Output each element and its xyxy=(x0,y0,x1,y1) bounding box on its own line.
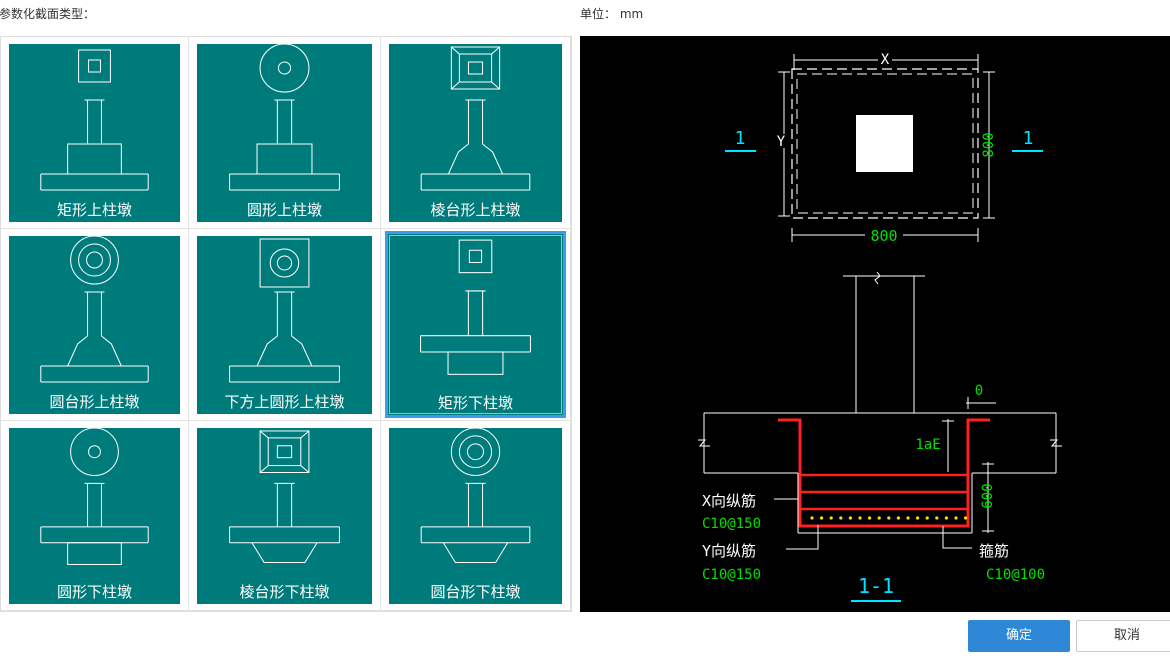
section-type-tile[interactable]: 圆台形下柱墩 xyxy=(381,421,571,611)
rebar-y-dot xyxy=(839,516,843,520)
plan-height-dim: 800 xyxy=(981,132,997,157)
section-type-tile[interactable]: 圆台形上柱墩 xyxy=(1,229,189,421)
section-mark-left: 1 xyxy=(735,128,746,149)
x-bar-label: X向纵筋 xyxy=(702,492,756,510)
stirrup-spec: C10@100 xyxy=(986,567,1045,583)
cancel-button[interactable]: 取消 xyxy=(1076,620,1170,652)
rebar-y-dot xyxy=(906,516,910,520)
section-title: 1-1 xyxy=(858,574,894,598)
circle-with-circle-icon xyxy=(229,44,340,191)
section-type-grid: 矩形上柱墩 圆形上柱墩 棱台形上柱墩圆台形上柱墩 下方上圆形上柱墩 矩形下柱墩圆形下柱墩… xyxy=(0,36,572,612)
section-type-tile[interactable]: 圆形下柱墩 xyxy=(1,421,189,611)
rebar-y-dot xyxy=(829,516,833,520)
square-with-square-icon xyxy=(40,49,149,191)
plan-column xyxy=(856,115,913,172)
plan-width-dim: 800 xyxy=(870,227,897,245)
rebar-y-dot xyxy=(868,516,872,520)
tile-label: 圆形上柱墩 xyxy=(246,201,322,219)
circle-with-circle-icon xyxy=(40,428,149,565)
rebar-y-dot xyxy=(848,516,852,520)
square-with-circle-icon xyxy=(229,238,340,383)
rebar-y-dot xyxy=(964,516,968,520)
rebar-y-dot xyxy=(916,516,920,520)
rebar-y-dot xyxy=(925,516,929,520)
offset-dim: 0 xyxy=(975,383,983,399)
section-type-tile[interactable]: 矩形下柱墩 xyxy=(381,229,571,421)
y-bar-label: Y向纵筋 xyxy=(702,542,756,560)
plan-inner-outline xyxy=(796,73,974,214)
tile-label: 圆台形上柱墩 xyxy=(49,393,140,411)
rebar-y-dot xyxy=(896,516,900,520)
rebar-y-dots xyxy=(810,516,968,520)
section-type-tile[interactable]: 矩形上柱墩 xyxy=(1,37,189,229)
rebar-y-dot xyxy=(887,516,891,520)
tile-label: 棱台形下柱墩 xyxy=(239,583,330,601)
frustum-square-icon xyxy=(229,430,340,563)
rebar-y-dot xyxy=(858,516,862,520)
plan-x-label: X xyxy=(881,52,890,68)
ok-button[interactable]: 确定 xyxy=(968,620,1070,652)
rebar-y-dot xyxy=(935,516,939,520)
stirrup-label: 箍筋 xyxy=(979,542,1009,560)
rebar-y-dot xyxy=(877,516,881,520)
rebar-stirrup xyxy=(778,418,990,528)
section-type-tile[interactable]: 棱台形上柱墩 xyxy=(381,37,571,229)
tile-label: 下方上圆形上柱墩 xyxy=(224,393,345,411)
plan-y-label: Y xyxy=(777,134,786,150)
y-bar-spec: C10@150 xyxy=(702,567,761,583)
tile-face: 圆台形上柱墩 xyxy=(9,236,180,414)
tile-face: 下方上圆形上柱墩 xyxy=(197,236,372,414)
tile-face: 圆台形下柱墩 xyxy=(389,428,562,604)
rebar-y-dot xyxy=(954,516,958,520)
section-type-tile[interactable]: 圆形上柱墩 xyxy=(189,37,381,229)
tile-label: 圆台形下柱墩 xyxy=(430,583,521,601)
section-mark-right: 1 xyxy=(1023,128,1034,149)
unit-display: 单位： mm xyxy=(580,5,643,22)
tile-face: 圆形下柱墩 xyxy=(9,428,180,604)
square-with-square-icon xyxy=(420,239,531,375)
tile-face: 棱台形上柱墩 xyxy=(389,44,562,222)
tile-face: 棱台形下柱墩 xyxy=(197,428,372,604)
tile-label: 矩形上柱墩 xyxy=(56,201,132,219)
rebar-y-dot xyxy=(820,516,824,520)
tile-face: 圆形上柱墩 xyxy=(197,44,372,222)
tile-face: 矩形下柱墩 xyxy=(385,231,566,418)
unit-value: mm xyxy=(619,7,644,21)
tile-label: 矩形下柱墩 xyxy=(437,394,513,412)
concentric-circles-icon xyxy=(420,428,531,563)
rebar-y-dot xyxy=(944,516,948,520)
unit-label: 单位： xyxy=(580,7,617,21)
frustum-square-icon xyxy=(420,46,531,191)
tile-label: 棱台形上柱墩 xyxy=(430,201,521,219)
selection-ring xyxy=(389,235,562,414)
section-type-tile[interactable]: 棱台形下柱墩 xyxy=(189,421,381,611)
plan-outline xyxy=(791,68,979,219)
anchor-dim: 1aE xyxy=(915,437,940,453)
section-type-label: 参数化截面类型： xyxy=(0,7,96,21)
section-type-tile[interactable]: 下方上圆形上柱墩 xyxy=(189,229,381,421)
tile-label: 圆形下柱墩 xyxy=(56,583,132,601)
rebar-y-dot xyxy=(810,516,814,520)
section-preview: X Y 800 800 1 1 xyxy=(580,36,1170,612)
x-bar-spec: C10@150 xyxy=(702,516,761,532)
concentric-circles-icon xyxy=(40,236,149,383)
depth-dim: 600 xyxy=(980,483,996,508)
tile-face: 矩形上柱墩 xyxy=(9,44,180,222)
